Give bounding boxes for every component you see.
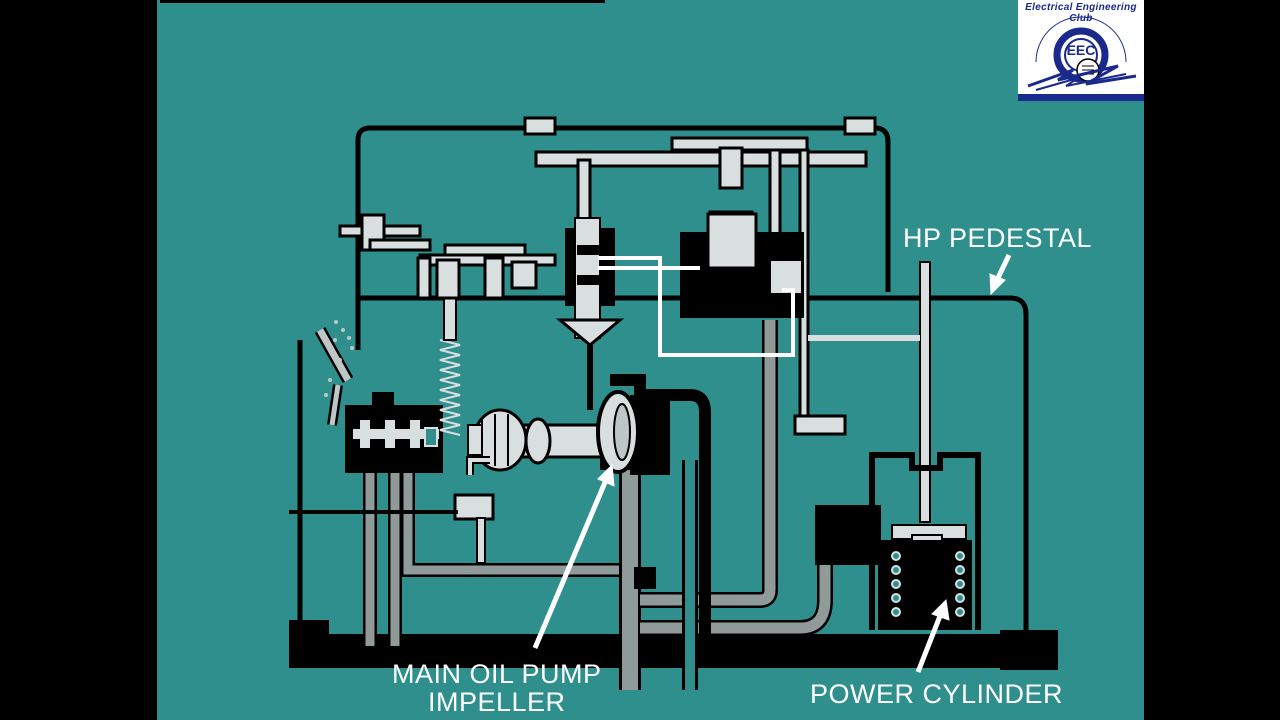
oil-feed-line <box>598 256 795 357</box>
oil-pipes <box>363 320 833 690</box>
arrow-hp-pedestal <box>989 253 1012 296</box>
upper-linkage <box>338 116 877 436</box>
callout-arrows <box>532 253 1012 673</box>
power-cylinder-label: POWER CYLINDER <box>810 679 1064 709</box>
drive-rod <box>289 456 495 564</box>
frame-lines <box>297 125 1029 636</box>
power-cylinder <box>869 452 981 630</box>
left-valve-block <box>345 392 443 473</box>
pump-shaft <box>467 408 617 472</box>
pedestal-rod <box>919 261 931 523</box>
top-edge-bar <box>160 0 605 3</box>
arrow-power-cylinder <box>915 598 950 673</box>
spring <box>439 339 461 436</box>
main-oil-pump-label-line2: IMPELLER <box>427 687 566 717</box>
logo-graphic <box>1018 16 1144 101</box>
arrow-main-oil-pump <box>532 463 615 649</box>
trip-lever <box>314 320 354 426</box>
hp-pedestal-label: HP PEDESTAL <box>903 223 1093 253</box>
logo-text: Electrical Engineering Club <box>1025 2 1137 24</box>
main-oil-pump-label-line1: MAIN OIL PUMP <box>392 659 602 689</box>
diagram-background <box>157 0 1144 720</box>
impeller <box>596 390 640 474</box>
servo-block <box>680 212 804 318</box>
logo-monogram: EEC <box>1066 42 1096 58</box>
drain-tank <box>815 505 881 565</box>
lightning-icon <box>1027 64 1137 88</box>
main-oil-pump-label: MAIN OIL PUMP IMPELLER <box>392 660 602 716</box>
pilot-valve <box>555 217 625 410</box>
club-logo: Electrical Engineering Club EEC <box>1018 0 1144 101</box>
